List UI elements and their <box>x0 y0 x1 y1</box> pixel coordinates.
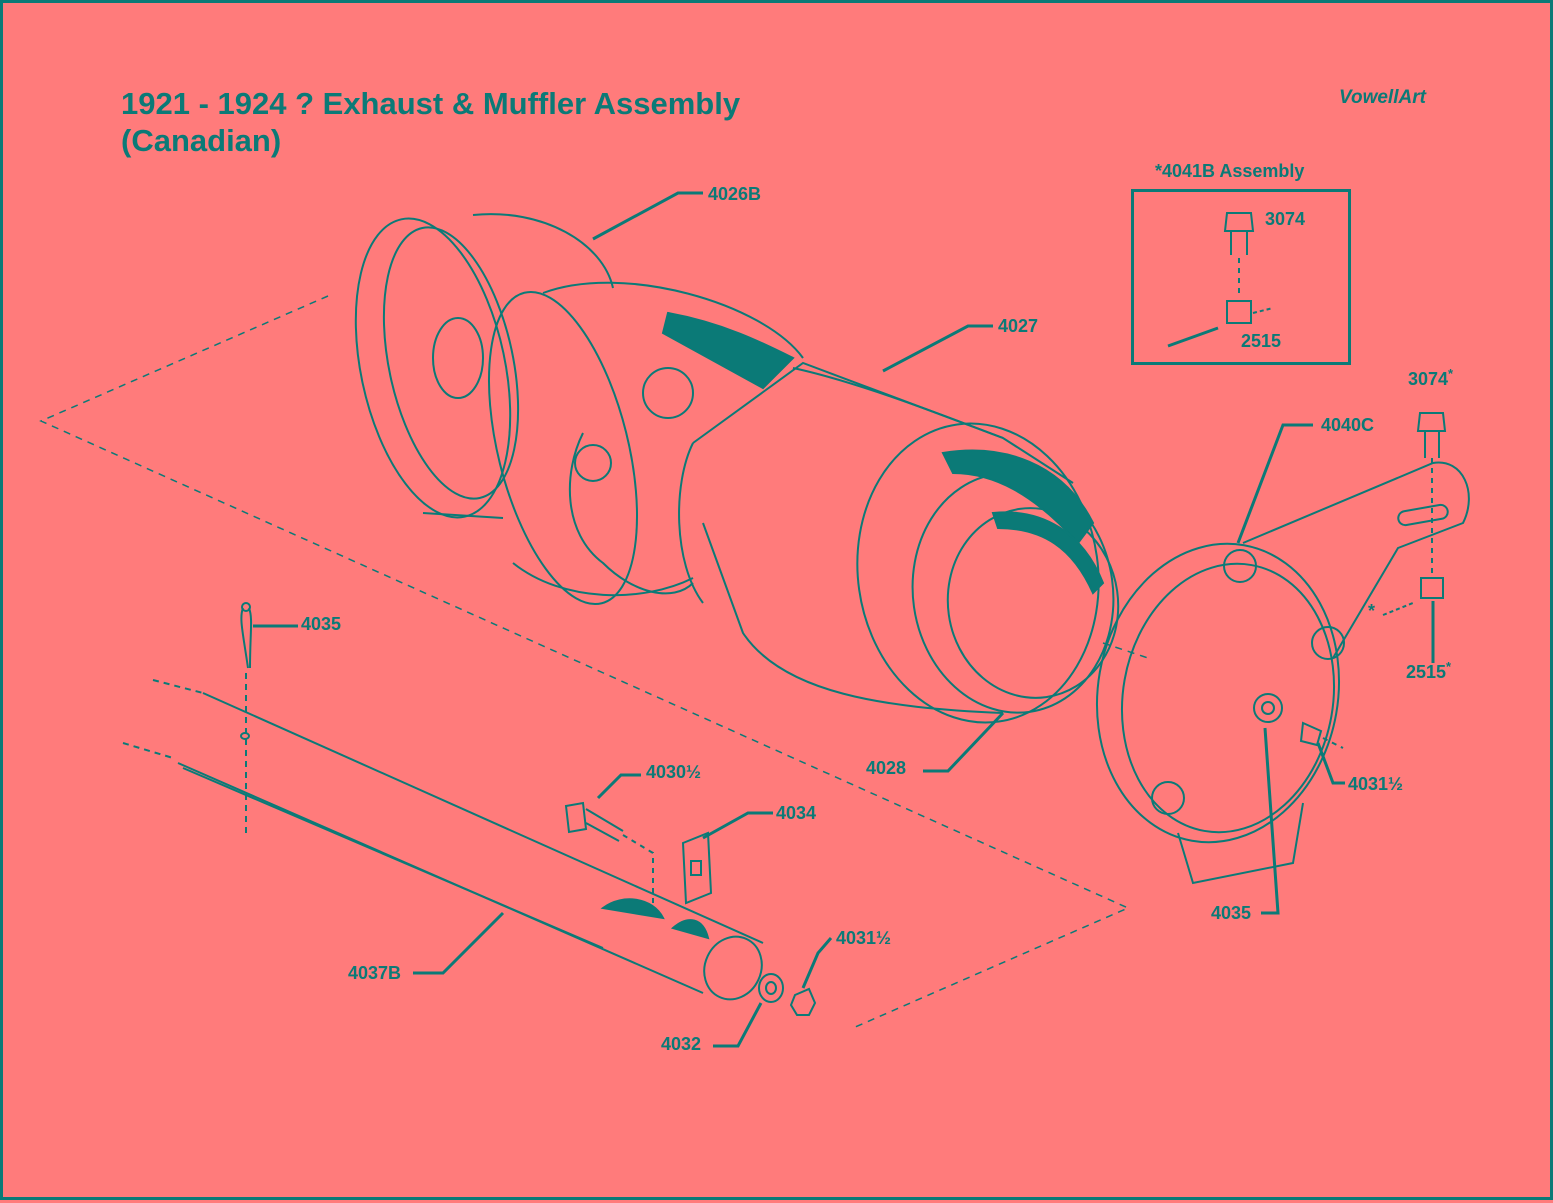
assembly-guide-dashed <box>39 295 1130 1029</box>
label-4035-top: 4035 <box>301 614 342 634</box>
title-line-1: 1921 - 1924 ? Exhaust & Muffler Assembly <box>121 86 741 121</box>
outlet-tube-4028 <box>856 422 1120 724</box>
label-2515-star: 2515* <box>1406 659 1451 683</box>
bracket-hardware <box>1382 412 1447 616</box>
label-4027: 4027 <box>998 316 1039 336</box>
asterisk-marker: * <box>1368 601 1376 621</box>
inset-title: *4041B Assembly <box>1155 161 1305 181</box>
label-4030-half: 4030½ <box>646 762 702 782</box>
asterisk-2515: * <box>1446 659 1452 674</box>
label-4034: 4034 <box>776 803 817 823</box>
inset-label-2515: 2515 <box>1241 331 1282 351</box>
label-4028: 4028 <box>866 758 907 778</box>
inset-label-3074: 3074 <box>1265 209 1306 229</box>
tail-pipe-4037b <box>122 679 764 1001</box>
nut-4031-half <box>789 987 817 1016</box>
bolt-4030-half <box>564 801 654 913</box>
label-4031-half-right: 4031½ <box>1348 774 1404 794</box>
label-4040c: 4040C <box>1321 415 1375 435</box>
label-3074-text: 3074 <box>1408 369 1449 389</box>
label-2515-text: 2515 <box>1406 662 1447 682</box>
cotter-pin-4035 <box>240 602 253 833</box>
muffler-shell-4027 <box>488 281 1074 714</box>
label-4037b: 4037B <box>348 963 402 983</box>
label-3074-star: 3074* <box>1408 366 1453 390</box>
label-4032: 4032 <box>661 1034 702 1054</box>
bracket-plate-4040c <box>1095 461 1470 885</box>
exploded-view-drawing <box>39 191 1470 1048</box>
end-cap-4026b <box>354 213 614 519</box>
label-4031-half-bottom: 4031½ <box>836 928 892 948</box>
title-line-2: (Canadian) <box>121 123 282 158</box>
inset-hardware <box>1167 212 1274 348</box>
brand-logo: VowellArt <box>1339 87 1426 108</box>
washer-4032 <box>758 973 784 1003</box>
leader-lines <box>253 191 1435 1048</box>
asterisk-3074: * <box>1448 366 1454 381</box>
inset-box-4041b <box>1131 189 1351 365</box>
label-4026b: 4026B <box>708 184 762 204</box>
diagram-title: 1921 - 1924 ? Exhaust & Muffler Assembly… <box>121 85 740 159</box>
clamp-plate-4034 <box>681 831 713 905</box>
label-4035-bottom: 4035 <box>1211 903 1252 923</box>
